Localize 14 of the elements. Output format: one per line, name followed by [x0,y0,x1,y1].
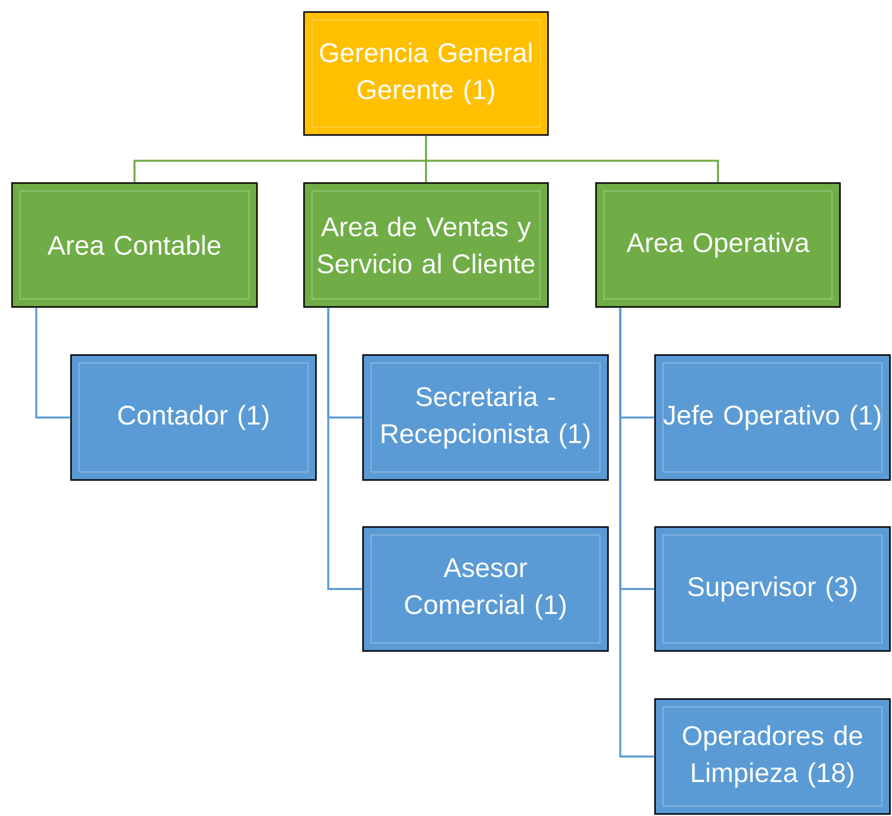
org-box: Gerencia General Gerente (1) [303,11,549,136]
org-box: Area Contable [11,182,258,308]
org-box: Area Operativa [595,182,841,308]
connector-line [35,308,70,418]
org-box: Secretaria - Recepcionista (1) [362,354,609,481]
org-box: Operadores de Limpieza (18) [654,698,891,815]
org-box: Supervisor (3) [654,526,891,652]
connector-line [425,136,719,182]
org-box: Jefe Operativo (1) [654,354,891,481]
org-box: Asesor Comercial (1) [362,526,609,652]
org-box: Contador (1) [70,354,317,481]
connector-line [327,308,362,590]
org-box: Area de Ventas y Servicio al Cliente [303,182,549,308]
connector-line [619,308,654,758]
